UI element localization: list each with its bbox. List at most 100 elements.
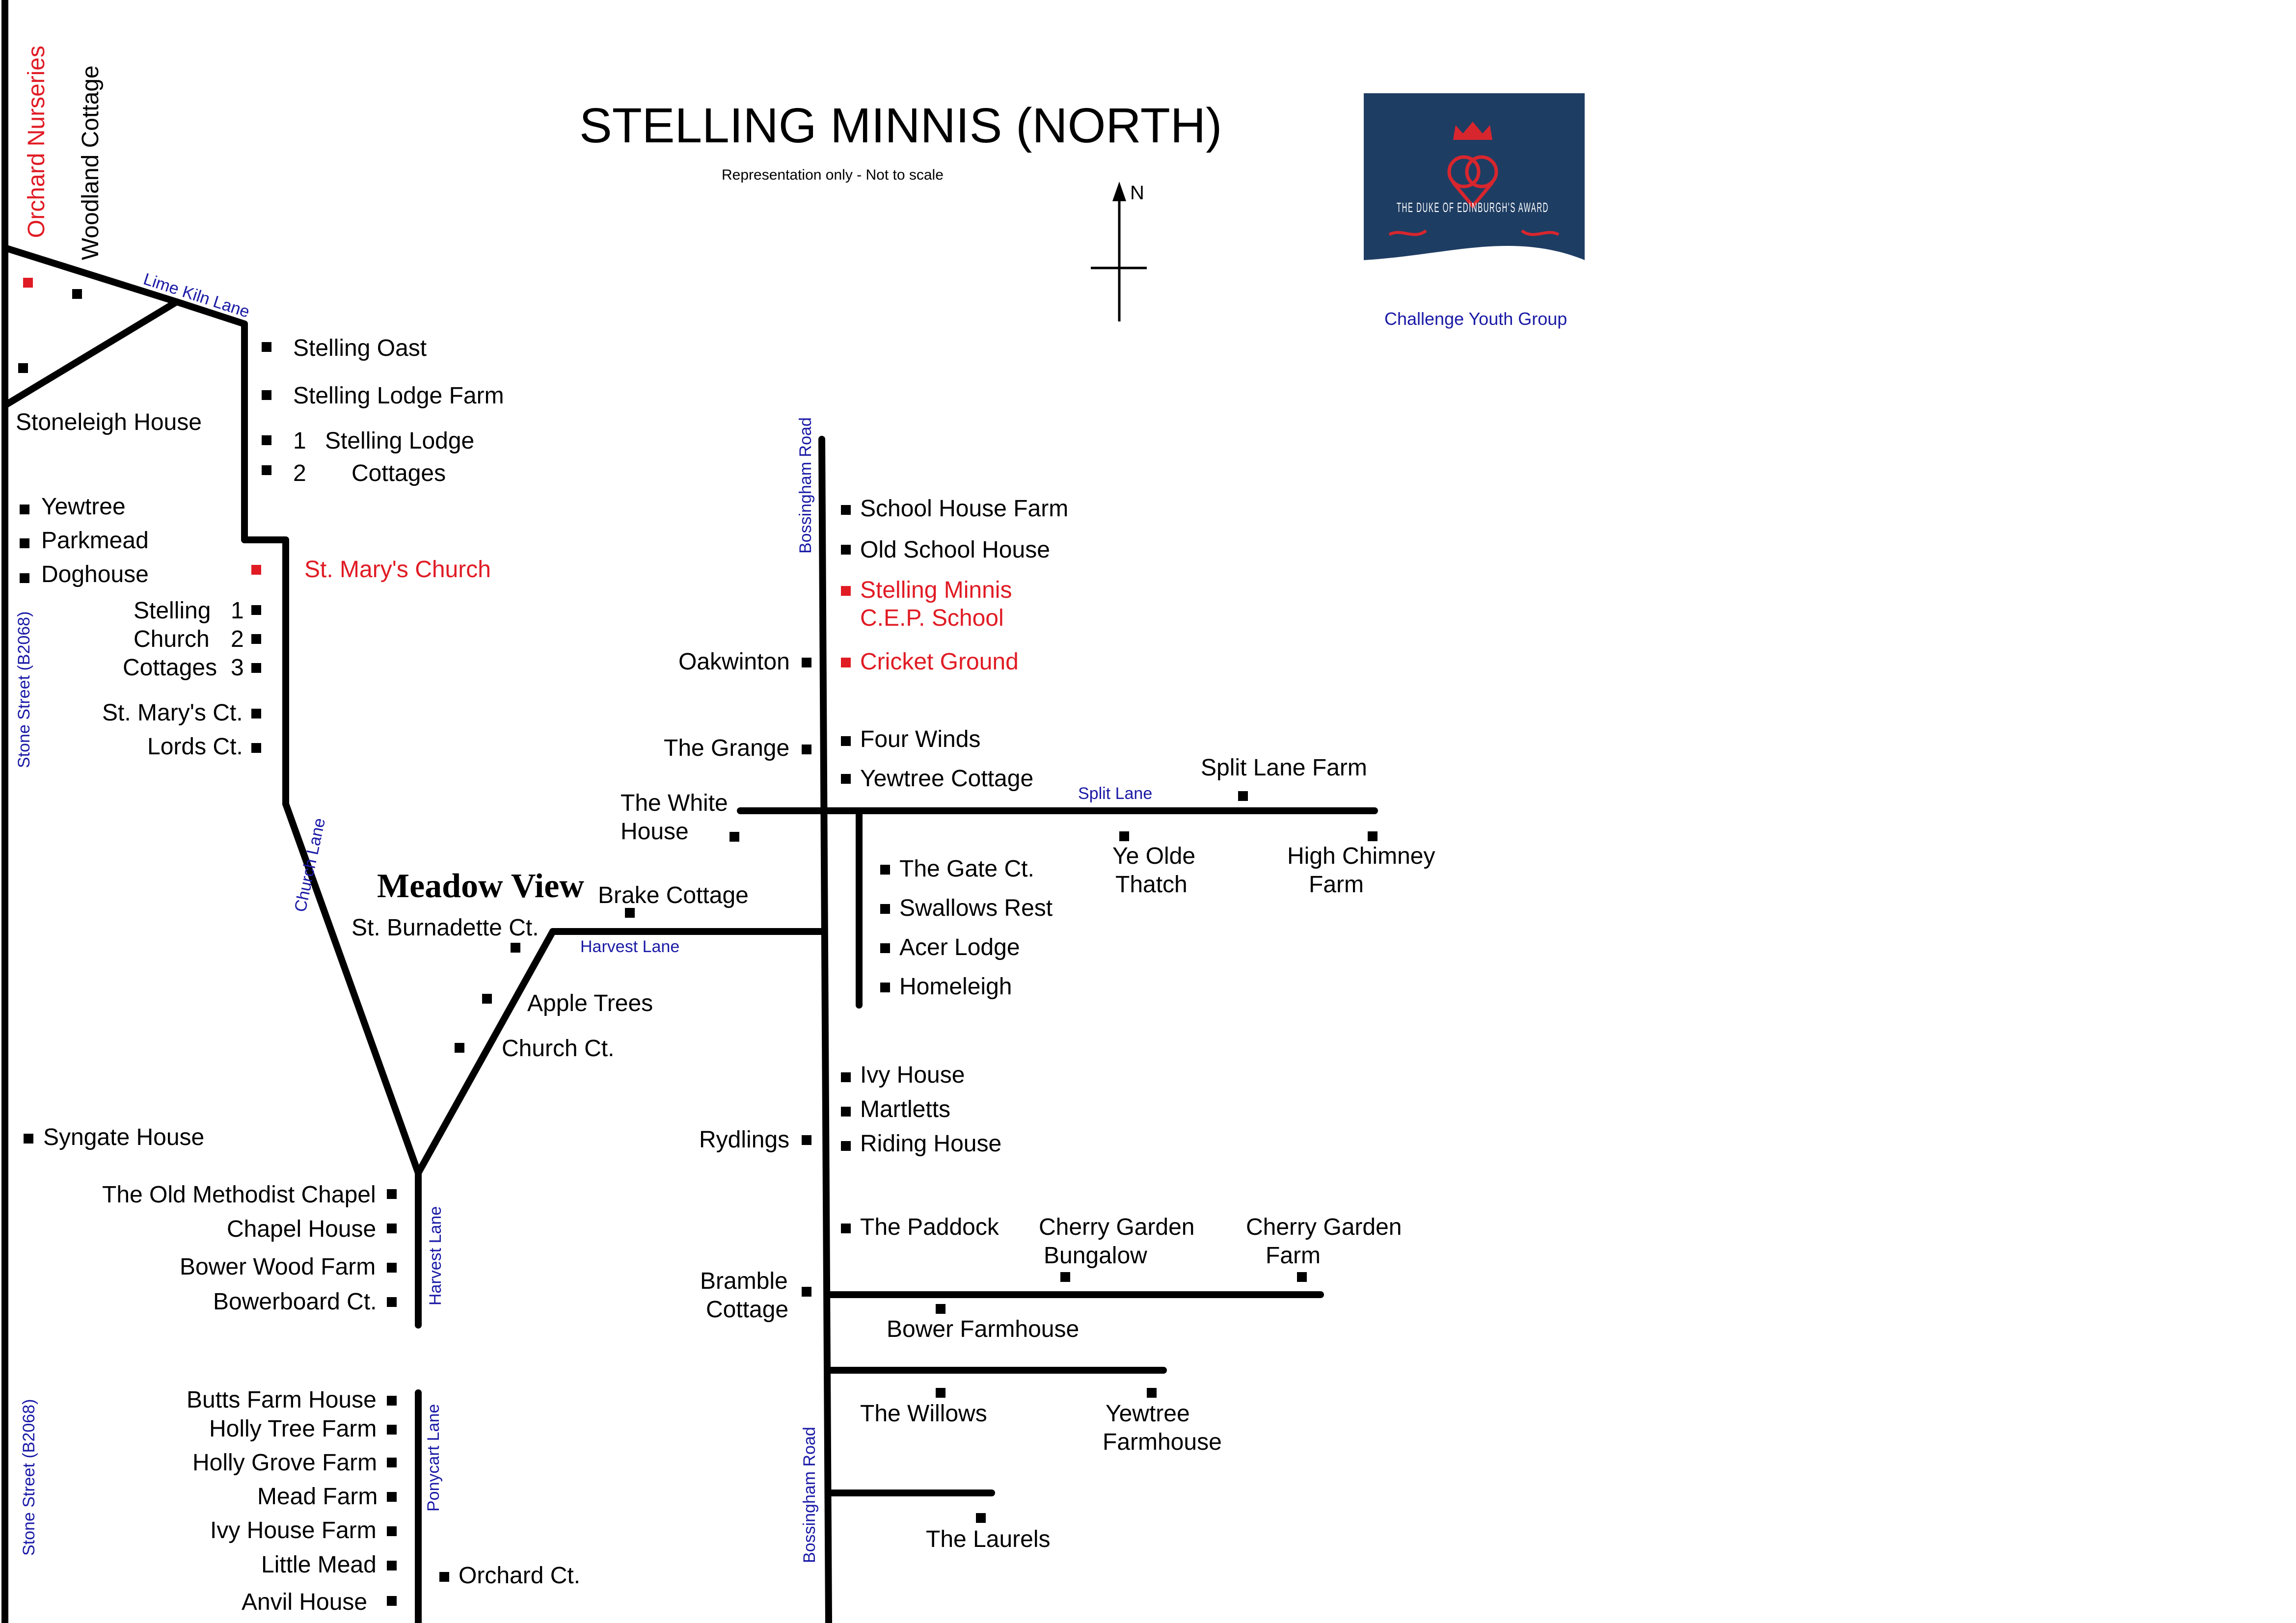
logo-right-flourish [1521,229,1560,236]
house-marker [841,1107,851,1117]
place-label: Chapel House [227,1216,376,1242]
house-marker [841,1224,851,1233]
house-marker [841,1141,851,1151]
place-label: Holly Tree Farm [209,1416,377,1442]
place-label: Church Ct. [502,1036,614,1062]
house-marker [936,1388,945,1398]
road-label: Harvest Lane [580,937,679,956]
place-label: Stelling Lodge Farm [293,383,504,409]
house-marker [262,435,271,445]
house-marker [841,658,851,667]
house-marker [841,1072,851,1082]
road-label: Bossingham Road [800,1427,819,1563]
house-marker [18,363,28,373]
road-bossingham-road [818,436,832,1623]
logo-wave [1364,245,1585,284]
place-label: Syngate House [43,1124,204,1150]
house-marker [262,465,271,475]
map-title: STELLING MINNIS (NORTH) [579,98,1222,153]
place-label: Acer Lodge [899,934,1020,960]
dofe-logo: THE DUKE OF EDINBURGH'S AWARD [1364,93,1585,284]
place-label: Stoneleigh House [16,409,202,435]
house-marker [1119,831,1129,841]
house-marker [387,1526,397,1536]
road-label: Ponycart Lane [424,1404,443,1512]
place-label: Rydlings [699,1127,789,1153]
house-marker [262,342,271,352]
house-marker [936,1304,945,1314]
place-label: 3 [231,655,244,681]
logo-caption: Challenge Youth Group [1384,309,1567,329]
house-marker [880,904,890,914]
house-marker [20,505,29,514]
place-label: Riding House [860,1131,1001,1157]
place-label: 1 [231,598,244,624]
house-marker [251,743,261,753]
road-church-lane [282,800,422,1176]
place-label: Apple Trees [527,990,653,1016]
place-label: Bramble [700,1268,788,1294]
house-marker [387,1189,397,1199]
place-label: Stelling Lodge [325,428,474,454]
house-marker [880,983,890,992]
house-marker [976,1513,986,1523]
house-marker [387,1596,397,1606]
house-marker [251,709,261,718]
house-marker [802,1135,811,1145]
place-label: Four Winds [860,726,980,752]
place-label: Martletts [860,1096,950,1122]
road-label: Harvest Lane [426,1206,445,1305]
place-label: Split Lane Farm [1201,755,1367,781]
place-label: The Laurels [926,1526,1050,1552]
compass-n-label: N [1130,182,1144,204]
place-label: Homeleigh [899,974,1012,1000]
house-marker [729,832,739,842]
place-label: The Grange [664,735,789,761]
house-marker [880,943,890,953]
house-marker [802,1287,811,1297]
house-marker [625,908,635,918]
house-marker [251,565,261,575]
house-marker [251,663,261,673]
house-marker [802,658,811,667]
place-label: House [621,819,689,845]
place-label: Cottages [123,655,217,681]
house-marker [1368,831,1378,841]
logo-left-flourish [1388,229,1427,236]
place-label: Church [134,626,210,652]
place-label: Bower Wood Farm [180,1254,376,1280]
dofe-emblem-icon [1447,155,1498,209]
house-marker [24,1134,33,1144]
place-label: Ye Olde [1112,843,1195,869]
place-label: Woodland Cottage [78,65,104,260]
north-arrow: N [1091,182,1147,321]
roads [1,0,1378,1623]
place-label: Cherry Garden [1246,1214,1402,1240]
road-label: Split Lane [1078,784,1152,803]
crown-icon [1453,122,1492,140]
place-label: Holly Grove Farm [192,1450,377,1476]
house-marker [20,573,29,583]
road-label: Stone Street (B2068) [20,1399,38,1556]
road-label: Bossingham Road [796,417,815,554]
place-label: Stelling Oast [293,335,427,361]
place-label: High Chimney [1287,843,1435,869]
house-marker [23,278,33,288]
place-label: Orchard Nurseries [24,46,50,238]
place-label: Yewtree Cottage [860,766,1033,792]
house-marker [387,1224,397,1233]
place-label: Farm [1309,872,1364,898]
place-label: Lords Ct. [147,734,243,760]
house-marker [1147,1388,1157,1398]
place-label: Cricket Ground [860,649,1019,675]
house-marker [1238,791,1248,801]
place-label: Bungalow [1044,1243,1147,1269]
road-lime-kiln-lane [1,244,248,327]
house-marker [841,586,851,596]
house-marker [387,1263,397,1273]
place-label: C.E.P. School [860,605,1004,631]
house-marker [1297,1272,1307,1282]
logo-text: THE DUKE OF EDINBURGH'S AWARD [1397,200,1549,215]
house-marker [387,1297,397,1307]
